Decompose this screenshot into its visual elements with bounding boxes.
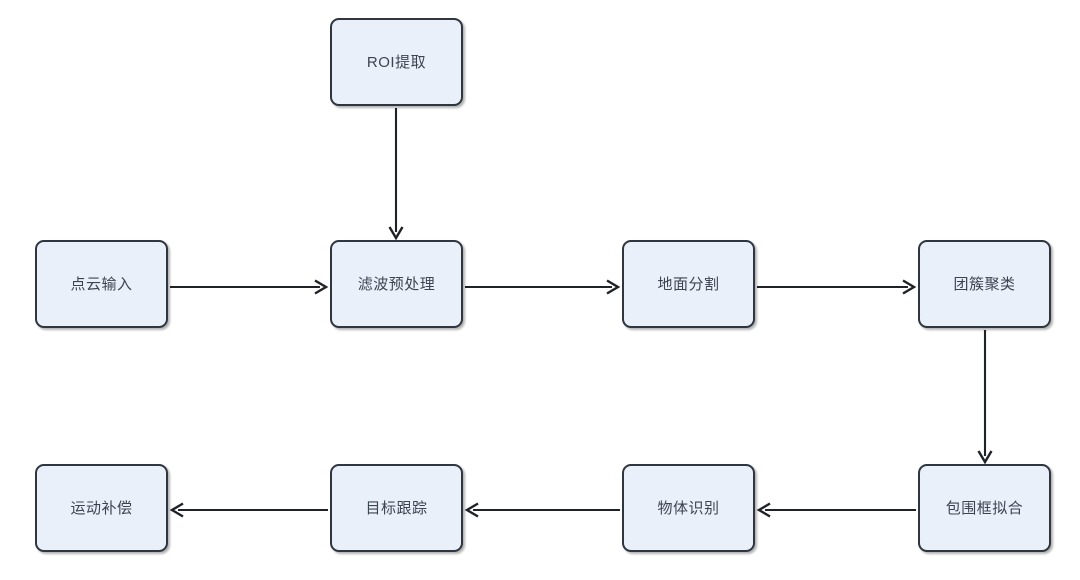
node-label-filter: 滤波预处理 <box>357 275 436 293</box>
edge-roi-to-filter <box>388 108 404 241</box>
edge-cluster-to-bbox <box>977 330 993 465</box>
node-bbox[interactable]: 包围框拟合 <box>918 464 1051 552</box>
arrowhead <box>314 279 329 295</box>
arrowhead <box>606 279 621 295</box>
node-track[interactable]: 目标跟踪 <box>330 464 463 552</box>
arrowhead <box>977 450 993 465</box>
edge-ground-to-cluster <box>757 279 917 295</box>
edge-input-to-filter <box>170 279 329 295</box>
node-label-bbox: 包围框拟合 <box>945 499 1024 517</box>
node-recognize[interactable]: 物体识别 <box>622 464 755 552</box>
arrowhead <box>169 502 184 518</box>
edge-recognize-to-track <box>464 502 620 518</box>
node-label-input: 点云输入 <box>70 275 133 293</box>
arrowhead <box>756 502 771 518</box>
node-ground[interactable]: 地面分割 <box>622 240 755 328</box>
edge-bbox-to-recognize <box>756 502 916 518</box>
arrowhead <box>388 226 404 241</box>
node-label-recognize: 物体识别 <box>657 499 720 517</box>
edge-filter-to-ground <box>465 279 621 295</box>
node-cluster[interactable]: 团簇聚类 <box>918 240 1051 328</box>
node-label-ground: 地面分割 <box>657 275 720 293</box>
edge-track-to-motion <box>169 502 328 518</box>
node-filter[interactable]: 滤波预处理 <box>330 240 463 328</box>
node-label-cluster: 团簇聚类 <box>953 275 1016 293</box>
node-label-track: 目标跟踪 <box>365 499 428 517</box>
node-roi[interactable]: ROI提取 <box>330 18 463 106</box>
arrowhead <box>464 502 479 518</box>
node-label-motion: 运动补偿 <box>70 499 133 517</box>
node-input[interactable]: 点云输入 <box>35 240 168 328</box>
node-motion[interactable]: 运动补偿 <box>35 464 168 552</box>
node-label-roi: ROI提取 <box>366 53 427 71</box>
arrowhead <box>902 279 917 295</box>
